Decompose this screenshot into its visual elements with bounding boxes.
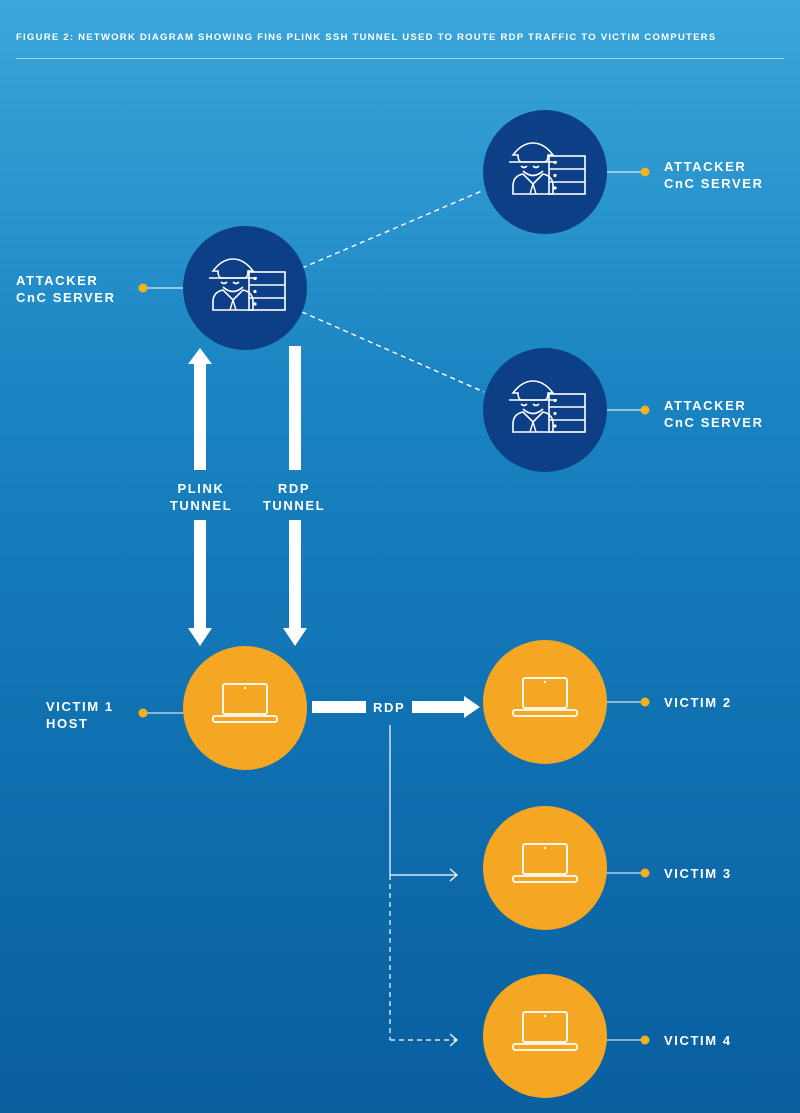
connector-victim3 (606, 868, 650, 878)
link-main-to-bottom (301, 311, 485, 393)
attacker-node-top (483, 110, 607, 234)
label-victim2: VICTIM 2 (664, 695, 732, 710)
victim-node-4 (483, 974, 607, 1098)
connector-attacker-main (138, 283, 184, 293)
victim-node-2 (483, 640, 607, 764)
link-main-to-top (301, 189, 485, 269)
label-victim4: VICTIM 4 (664, 1033, 732, 1048)
rdp-arrow-right (412, 696, 480, 718)
label-victim1: VICTIM 1 HOST (46, 699, 114, 731)
rdp-arrow-left (312, 701, 366, 713)
label-plink-tunnel: PLINK TUNNEL (169, 481, 233, 513)
label-attacker-top: ATTACKER CnC SERVER (664, 159, 764, 191)
connector-victim1 (138, 708, 184, 718)
connector-victim4 (606, 1035, 650, 1045)
label-rdp-tunnel: RDP TUNNEL (262, 481, 326, 513)
title-divider (16, 58, 784, 59)
connector-attacker-top (606, 167, 650, 177)
rdp-tunnel-arrow (283, 346, 307, 646)
label-attacker-main: ATTACKER CnC SERVER (16, 273, 116, 305)
branch-to-victim4 (390, 1033, 458, 1047)
label-attacker-bottom: ATTACKER CnC SERVER (664, 398, 764, 430)
label-victim3: VICTIM 3 (664, 866, 732, 881)
connector-attacker-bottom (606, 405, 650, 415)
attacker-node-main (183, 226, 307, 350)
figure-title: FIGURE 2: NETWORK DIAGRAM SHOWING FIN6 P… (16, 32, 717, 43)
attacker-node-bottom (483, 348, 607, 472)
branch-to-victim3 (390, 868, 458, 882)
connector-victim2 (606, 697, 650, 707)
plink-tunnel-arrow (188, 348, 212, 646)
victim-node-3 (483, 806, 607, 930)
label-rdp: RDP (373, 700, 406, 715)
victim-node-1 (183, 646, 307, 770)
